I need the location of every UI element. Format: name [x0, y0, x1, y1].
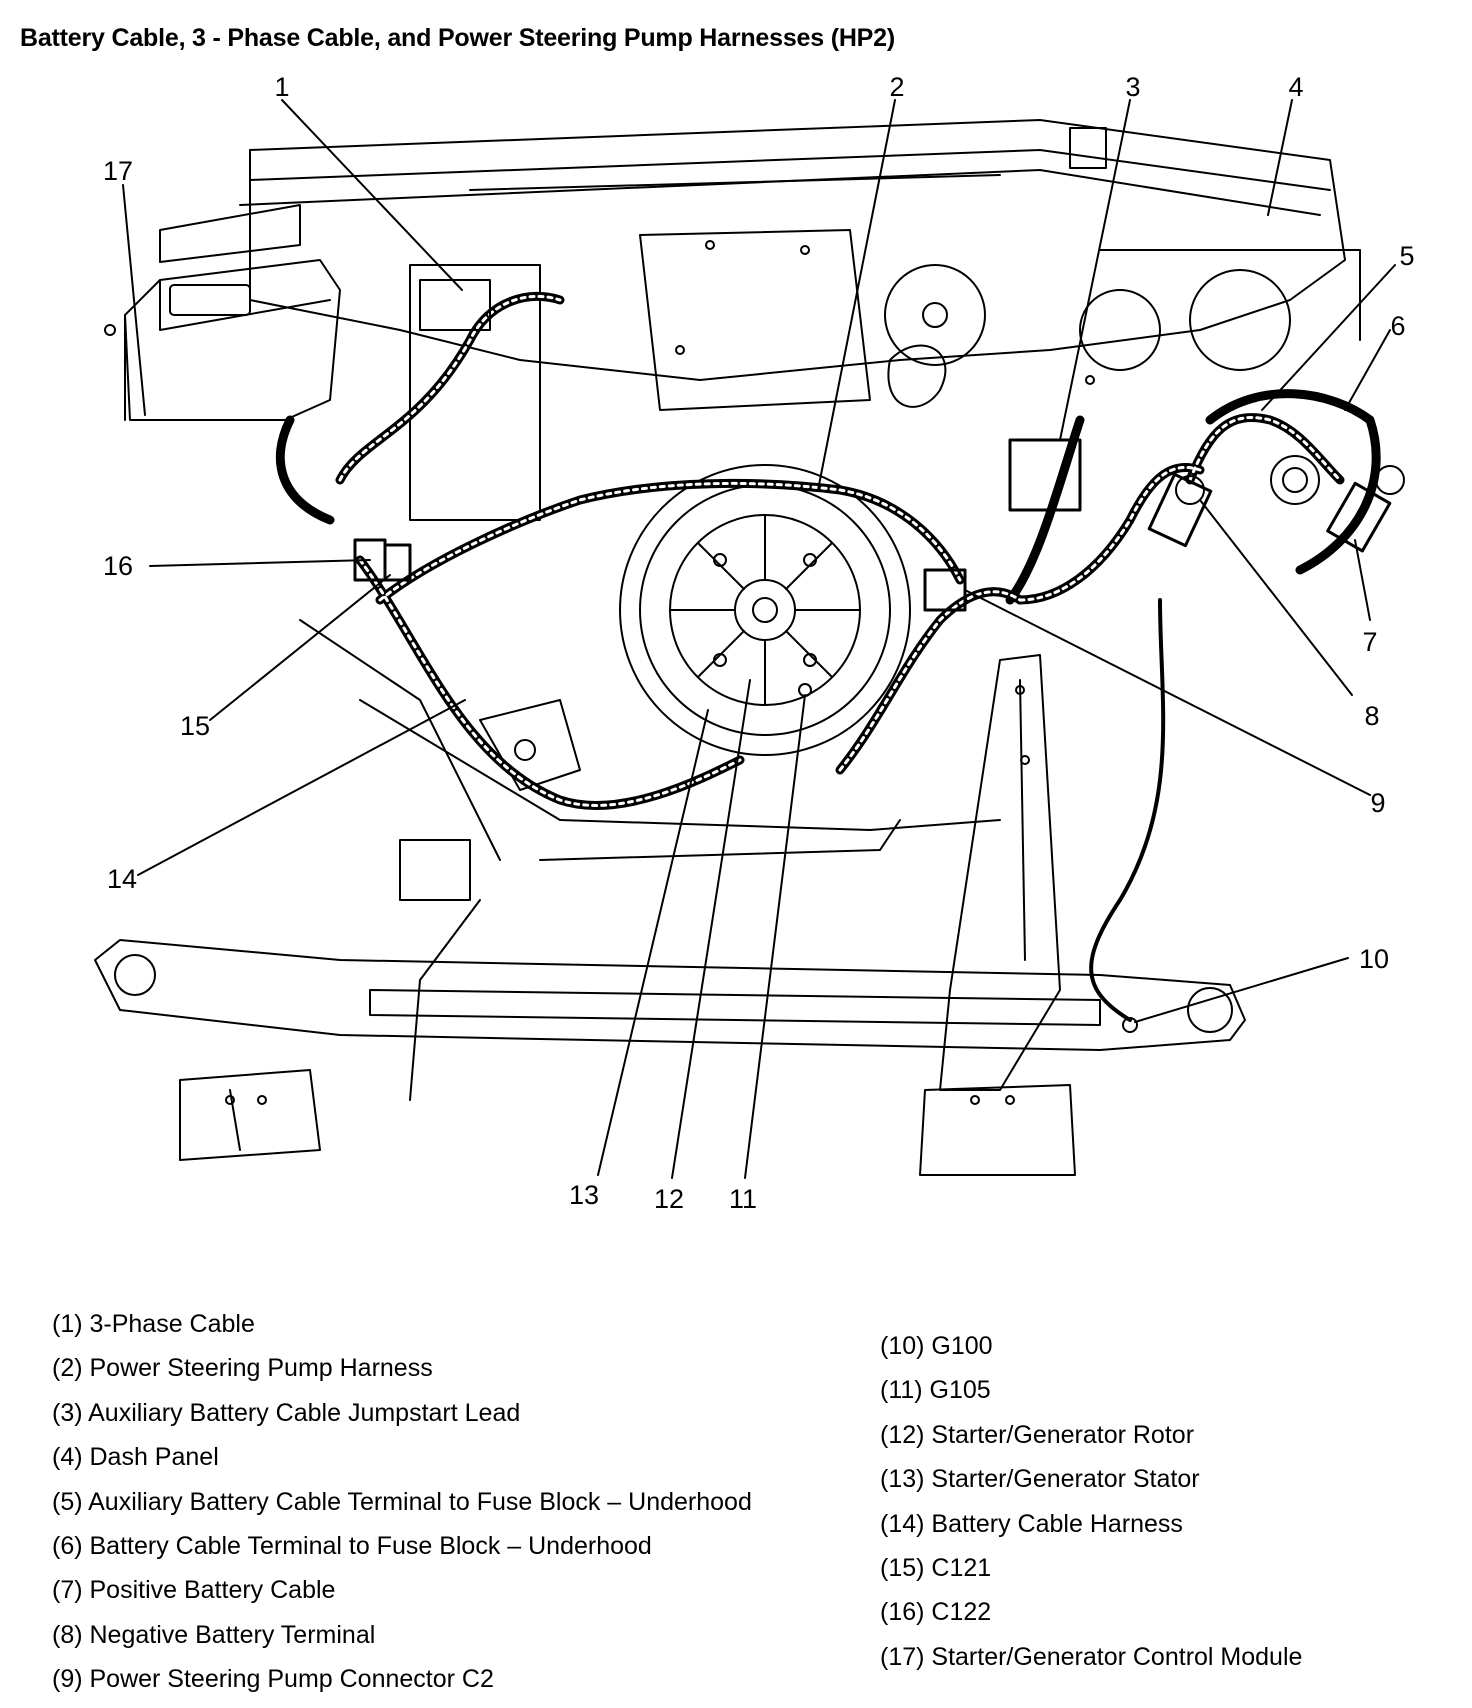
legend-left-column: (1) 3-Phase Cable (2) Power Steering Pum…: [52, 1302, 752, 1702]
legend-item: (6) Battery Cable Terminal to Fuse Block…: [52, 1531, 652, 1560]
legend-item: (2) Power Steering Pump Harness: [52, 1354, 433, 1383]
legend-item: (7) Positive Battery Cable: [52, 1576, 336, 1605]
callout-9: 9: [1370, 788, 1385, 818]
legend-item: (5) Auxiliary Battery Cable Terminal to …: [52, 1487, 752, 1516]
callout-7: 7: [1362, 627, 1377, 657]
callout-3: 3: [1125, 72, 1140, 102]
engine-bay-diagram: 1 2 3 4 5 6 7 8 9 10 11 12 13 14 15 16 1…: [94, 72, 1415, 1214]
callout-8: 8: [1364, 701, 1379, 731]
callout-2: 2: [889, 72, 904, 102]
legend-item: (1) 3-Phase Cable: [52, 1310, 255, 1338]
diagram-title: Battery Cable, 3 - Phase Cable, and Powe…: [20, 24, 895, 52]
starter-generator: [619, 464, 911, 756]
legend-item: (16) C122: [880, 1598, 992, 1627]
callout-17: 17: [103, 156, 133, 186]
legend-item: (9) Power Steering Pump Connector C2: [52, 1665, 494, 1694]
cable-harnesses: [275, 291, 1381, 810]
legend-item: (10) G100: [880, 1332, 993, 1360]
legend-item: (13) Starter/Generator Stator: [880, 1465, 1200, 1494]
legend-item: (17) Starter/Generator Control Module: [880, 1642, 1303, 1671]
legend-item: (15) C121: [880, 1553, 992, 1582]
callout-1: 1: [274, 72, 289, 102]
callout-11: 11: [729, 1184, 757, 1214]
callout-labels: 1 2 3 4 5 6 7 8 9 10 11 12 13 14 15 16 1…: [103, 72, 1415, 1214]
connectors: [353, 279, 1405, 1033]
callout-15: 15: [180, 711, 210, 741]
legend-item: (8) Negative Battery Terminal: [52, 1620, 376, 1649]
callout-6: 6: [1390, 311, 1405, 341]
vehicle-frame: [94, 619, 1246, 1176]
callout-14: 14: [107, 864, 137, 894]
callout-4: 4: [1288, 72, 1303, 102]
legend-item: (12) Starter/Generator Rotor: [880, 1420, 1195, 1449]
callout-16: 16: [103, 551, 133, 581]
leader-lines: [122, 99, 1396, 1179]
callout-12: 12: [654, 1184, 684, 1214]
ground-lead: [1089, 598, 1166, 1022]
callout-5: 5: [1399, 241, 1414, 271]
cable-harness-centerlines: [338, 294, 1342, 807]
dash-panel: [159, 119, 1361, 521]
legend-item: (4) Dash Panel: [52, 1443, 219, 1472]
panel-openings: [675, 240, 1320, 505]
legend-item: (14) Battery Cable Harness: [880, 1509, 1183, 1538]
legend-right-column: (10) G100 (11) G105 (12) Starter/Generat…: [880, 1324, 1302, 1679]
legend-item: (11) G105: [880, 1376, 991, 1405]
legend-item: (3) Auxiliary Battery Cable Jumpstart Le…: [52, 1398, 521, 1427]
callout-10: 10: [1359, 944, 1389, 974]
starter-generator-control-module: [104, 259, 341, 421]
callout-13: 13: [569, 1180, 599, 1210]
